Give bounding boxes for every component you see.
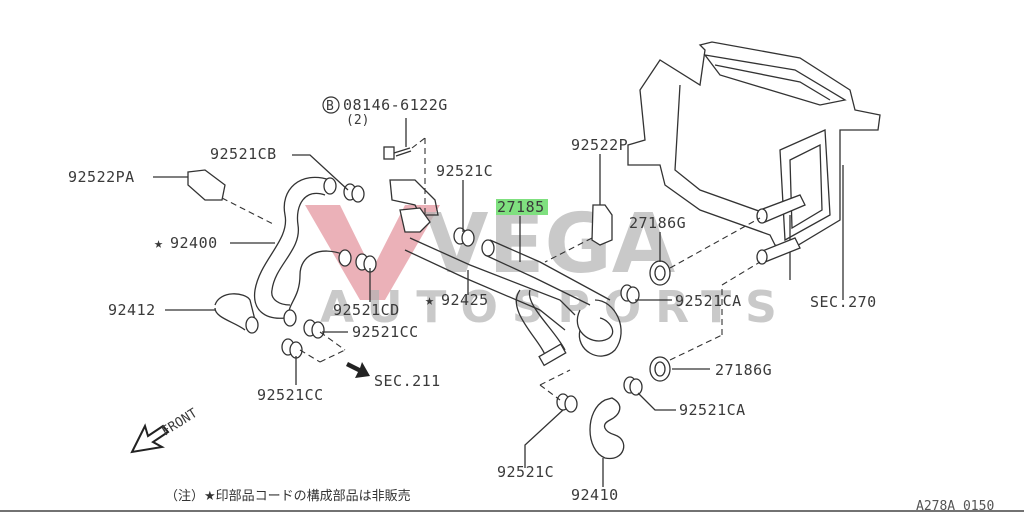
label-92521CD: 92521CD	[333, 301, 400, 319]
label-92522P: 92522P	[571, 136, 628, 154]
clamp-92521C-top	[453, 227, 475, 247]
label-92521CC-bottom: 92521CC	[257, 386, 324, 404]
clamp-92521CC-right	[303, 319, 325, 339]
label-92410: 92410	[571, 486, 619, 504]
hose-92400	[253, 176, 352, 327]
label-92400: 92400	[170, 234, 218, 252]
bolt-symbol-circle	[322, 96, 340, 114]
label-27186G-bottom: 27186G	[715, 361, 772, 379]
label-92522PA: 92522PA	[68, 168, 135, 186]
bolt-symbol: B	[326, 99, 334, 114]
watermark-subbrand: AUTOSPORTS	[320, 282, 791, 333]
label-92425: 92425	[441, 291, 489, 309]
label-92521CB: 92521CB	[210, 145, 277, 163]
footnote: （注）★印部品コードの構成部品は非販売	[165, 488, 411, 504]
label-27185[interactable]: 27185	[497, 198, 545, 216]
front-indicator: FRONT	[130, 406, 200, 454]
grommet-27186G-bottom	[649, 261, 761, 382]
label-sec270[interactable]: SEC.270	[810, 293, 877, 311]
label-92521CC-right: 92521CC	[352, 323, 419, 341]
clamps	[281, 183, 643, 413]
pipe-92425	[399, 207, 622, 367]
leader-lines	[153, 118, 844, 487]
heater-unit	[627, 41, 881, 290]
star-92425: ★	[425, 291, 435, 309]
part-labels: B 08146-6122G (2) 92522PA 92521CB ★ 9240…	[68, 96, 877, 504]
star-92400: ★	[154, 234, 164, 252]
label-92521CA-top: 92521CA	[675, 292, 742, 310]
bolt-callout: B 08146-6122G (2)	[322, 96, 448, 128]
hose-92410	[589, 397, 625, 460]
label-08146-6122G: 08146-6122G	[343, 96, 448, 114]
bolt-qty: (2)	[346, 113, 369, 128]
clamp-92521C-bottom	[556, 393, 578, 413]
front-label: FRONT	[159, 406, 200, 440]
bolt-08146	[383, 137, 439, 220]
clamp-92521CA-top	[620, 284, 640, 304]
label-92521CA-bottom: 92521CA	[679, 401, 746, 419]
clamp-92521CC-bottom	[281, 338, 303, 359]
highlight-27185	[496, 199, 548, 215]
sec211-arrow	[346, 362, 370, 378]
diagram-code: A278A 0150	[916, 499, 994, 512]
clamp-92521CA-bottom	[623, 376, 643, 396]
hose-92412	[214, 293, 259, 334]
label-92412: 92412	[108, 301, 156, 319]
clamp-92521CD	[355, 253, 377, 273]
label-92521C-bottom: 92521C	[497, 463, 554, 481]
label-sec211[interactable]: SEC.211	[374, 372, 441, 390]
label-92521C-top: 92521C	[436, 162, 493, 180]
label-27186G-top: 27186G	[629, 214, 686, 232]
front-arrow-icon	[130, 423, 170, 454]
part-92522P	[591, 204, 613, 246]
clamp-92521CB	[343, 183, 365, 203]
grommet-27186G-top	[649, 217, 761, 286]
part-92522PA	[187, 169, 226, 201]
